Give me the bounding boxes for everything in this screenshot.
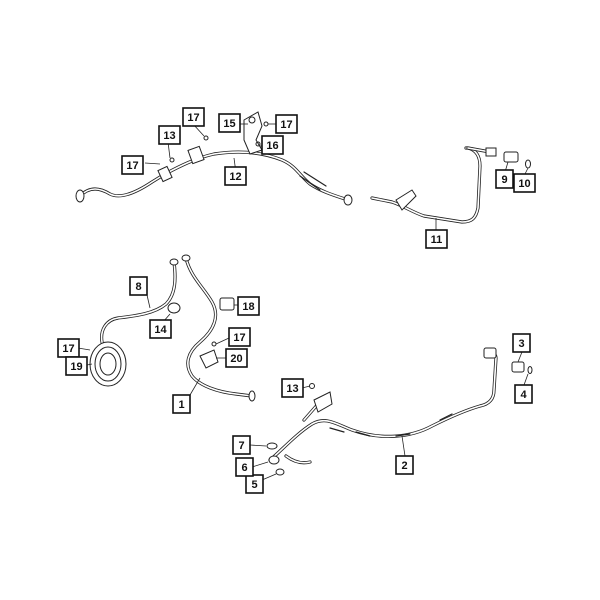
callout-label: 3 [518, 338, 524, 350]
callout-label: 17 [233, 332, 245, 344]
callout-label: 7 [238, 440, 244, 452]
callout-10: 10 [513, 173, 536, 193]
callout-16: 16 [261, 135, 284, 155]
callout-label: 20 [230, 353, 242, 365]
callout-label: 14 [154, 324, 167, 336]
callout-label: 16 [266, 140, 278, 152]
callout-13-top: 13 [158, 125, 181, 145]
callout-label: 6 [241, 462, 247, 474]
callout-label: 4 [520, 389, 527, 401]
callout-1: 1 [172, 394, 191, 414]
callout-label: 10 [518, 178, 530, 190]
callout-18: 18 [237, 296, 260, 316]
callout-5: 5 [245, 474, 264, 494]
callout-19: 19 [65, 356, 88, 376]
callout-7: 7 [232, 435, 251, 455]
callout-6: 6 [235, 457, 254, 477]
callout-8: 8 [129, 276, 148, 296]
callout-label: 9 [501, 174, 507, 186]
callout-label: 17 [62, 343, 74, 355]
callout-label: 19 [70, 361, 82, 373]
callout-17-b: 17 [182, 107, 205, 127]
leaders-bottom [249, 351, 529, 481]
callout-label: 17 [187, 112, 199, 124]
callout-17-c: 17 [275, 114, 298, 134]
callout-label: 12 [229, 171, 241, 183]
callout-label: 1 [178, 399, 184, 411]
callout-label: 8 [135, 281, 141, 293]
callout-label: 11 [431, 234, 443, 246]
callout-15: 15 [218, 113, 241, 133]
callout-13-bottom: 13 [281, 378, 304, 398]
hose-assembly-1 [181, 254, 256, 402]
hose-assembly-2 [266, 347, 533, 476]
callout-17-a: 17 [121, 155, 144, 175]
callout-3: 3 [512, 333, 531, 353]
callout-4: 4 [514, 384, 533, 404]
callout-17-d: 17 [228, 327, 251, 347]
callout-label: 5 [251, 479, 257, 491]
callout-label: 18 [242, 301, 254, 313]
hose-assembly-12 [75, 111, 353, 206]
callout-label: 2 [401, 460, 407, 472]
callout-label: 13 [286, 383, 298, 395]
callout-label: 17 [280, 119, 292, 131]
callout-17-e: 17 [57, 338, 80, 358]
callout-14: 14 [149, 319, 172, 339]
callout-label: 13 [163, 130, 175, 142]
callout-9: 9 [495, 169, 514, 189]
callout-label: 15 [223, 118, 235, 130]
callout-11: 11 [425, 229, 448, 249]
callout-label: 17 [126, 160, 138, 172]
callout-2: 2 [395, 455, 414, 475]
callout-12: 12 [224, 166, 247, 186]
tube-assembly-11 [370, 146, 531, 224]
callout-20: 20 [225, 348, 248, 368]
